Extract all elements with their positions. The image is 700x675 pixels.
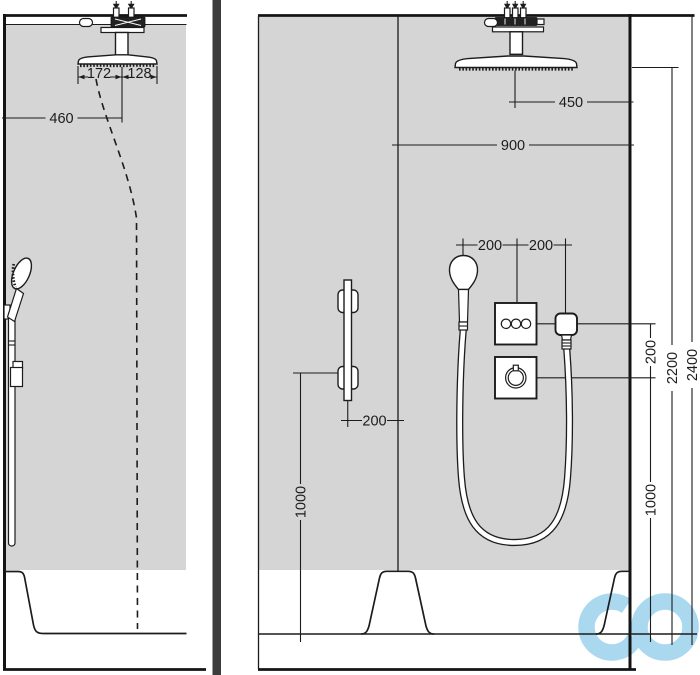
hose-core bbox=[457, 328, 572, 545]
dim-label-1000-bar: 1000 bbox=[294, 486, 310, 518]
handshower-head bbox=[10, 257, 33, 290]
outlet-stem bbox=[560, 334, 573, 341]
dim-label-2400: 2400 bbox=[685, 349, 700, 381]
watermark-o-ring bbox=[631, 593, 699, 661]
ceiling-plate bbox=[100, 26, 145, 34]
label-bg bbox=[644, 482, 657, 518]
label-bg bbox=[88, 66, 110, 80]
hex-nut bbox=[536, 18, 545, 26]
shower-head bbox=[77, 54, 158, 65]
dim-900: 900 bbox=[392, 138, 634, 154]
shower-hose bbox=[456, 326, 574, 547]
dim-label-460: 460 bbox=[49, 111, 73, 127]
tub-hump-center bbox=[360, 570, 435, 635]
shower-head bbox=[454, 55, 578, 69]
select-panel bbox=[494, 302, 538, 346]
left-wall-surface bbox=[5, 25, 186, 570]
manifold-block bbox=[494, 17, 538, 26]
right-front-view: 450 900 200 200 bbox=[257, 1, 700, 671]
dim-label-1000-right: 1000 bbox=[644, 484, 660, 516]
dim-arrow-icon bbox=[150, 74, 157, 80]
panel-divider bbox=[212, 0, 221, 675]
label-bg bbox=[294, 484, 307, 520]
slide-bar bbox=[7, 310, 16, 547]
dim-arrow-icon bbox=[115, 74, 122, 80]
dim-label-172: 172 bbox=[87, 66, 111, 82]
label-bg bbox=[644, 338, 657, 366]
valve-arrow-icon bbox=[112, 3, 120, 10]
watermark-c-ring bbox=[578, 593, 643, 661]
watermark-logo bbox=[578, 593, 699, 661]
select-button-icon bbox=[500, 318, 512, 330]
dim-arrow-icon bbox=[122, 74, 129, 80]
supply-pipe bbox=[503, 7, 511, 19]
supply-pipe bbox=[511, 7, 519, 19]
left-side-view: 172 128 460 bbox=[2, 1, 206, 671]
thermostat-knob-inner bbox=[507, 369, 524, 386]
dim-label-2200: 2200 bbox=[665, 352, 681, 384]
valve-arrow-icon bbox=[504, 3, 511, 10]
wall-outlet bbox=[554, 312, 578, 350]
handshower-sprayface bbox=[11, 263, 17, 288]
handshower-holder bbox=[9, 366, 24, 388]
left-tub-profile bbox=[4, 570, 187, 635]
dim-label-900: 900 bbox=[501, 138, 525, 154]
label-bg bbox=[528, 238, 554, 252]
outlet-escutcheon bbox=[554, 312, 578, 336]
right-hand-shower bbox=[448, 254, 479, 331]
label-bg bbox=[665, 345, 679, 391]
connector-glint bbox=[114, 18, 142, 26]
dim-label-200-b: 200 bbox=[529, 238, 553, 254]
dim-arrow-icon bbox=[78, 74, 85, 80]
valve-arrow-icon bbox=[127, 3, 135, 10]
supply-pipe bbox=[127, 7, 135, 19]
dim-label-200-right: 200 bbox=[644, 340, 660, 364]
right-edge-dims: 200 1000 2200 2400 bbox=[632, 15, 700, 645]
dim-spray-offset: 460 bbox=[2, 111, 122, 127]
select-button-icon bbox=[520, 318, 532, 330]
supply-pipe bbox=[112, 7, 120, 19]
ceiling-plate bbox=[491, 26, 545, 33]
right-wall-bar: 200 1000 bbox=[293, 279, 404, 642]
label-bg bbox=[555, 95, 587, 109]
select-button-icon bbox=[510, 318, 522, 330]
shower-arm bbox=[509, 31, 524, 55]
left-overhead-shower bbox=[77, 1, 158, 68]
label-bg bbox=[362, 413, 387, 428]
dim-label-200-bar: 200 bbox=[362, 414, 386, 430]
label-bg bbox=[477, 238, 503, 252]
label-bg bbox=[497, 138, 529, 152]
handshower-handle bbox=[457, 288, 470, 323]
valve-arrow-icon bbox=[520, 3, 527, 10]
dim-450: 450 bbox=[509, 70, 634, 111]
spray-trajectory bbox=[95, 78, 139, 630]
right-overhead-shower bbox=[454, 1, 578, 71]
dim-200-200: 200 200 bbox=[456, 238, 572, 313]
dim-label-450: 450 bbox=[559, 95, 583, 111]
label-bg bbox=[45, 111, 78, 125]
thermostat-panel bbox=[494, 356, 538, 400]
dim-head-width: 172 128 bbox=[77, 66, 158, 123]
supply-pipe bbox=[519, 7, 527, 19]
handshower-handle bbox=[6, 287, 25, 323]
valve-arrow-icon bbox=[512, 3, 519, 10]
shower-arm bbox=[114, 31, 129, 59]
left-hand-shower-unit bbox=[3, 257, 33, 547]
side-cap bbox=[78, 17, 94, 28]
label-bg bbox=[685, 342, 699, 388]
knob-tab bbox=[512, 364, 519, 372]
side-cap bbox=[483, 17, 499, 28]
outlet-nut bbox=[561, 339, 572, 350]
label-bg bbox=[128, 66, 151, 80]
tub-hump-right bbox=[595, 570, 630, 635]
dim-label-200-a: 200 bbox=[478, 238, 502, 254]
wall-bar bbox=[343, 279, 353, 402]
dim-label-128: 128 bbox=[127, 66, 151, 82]
